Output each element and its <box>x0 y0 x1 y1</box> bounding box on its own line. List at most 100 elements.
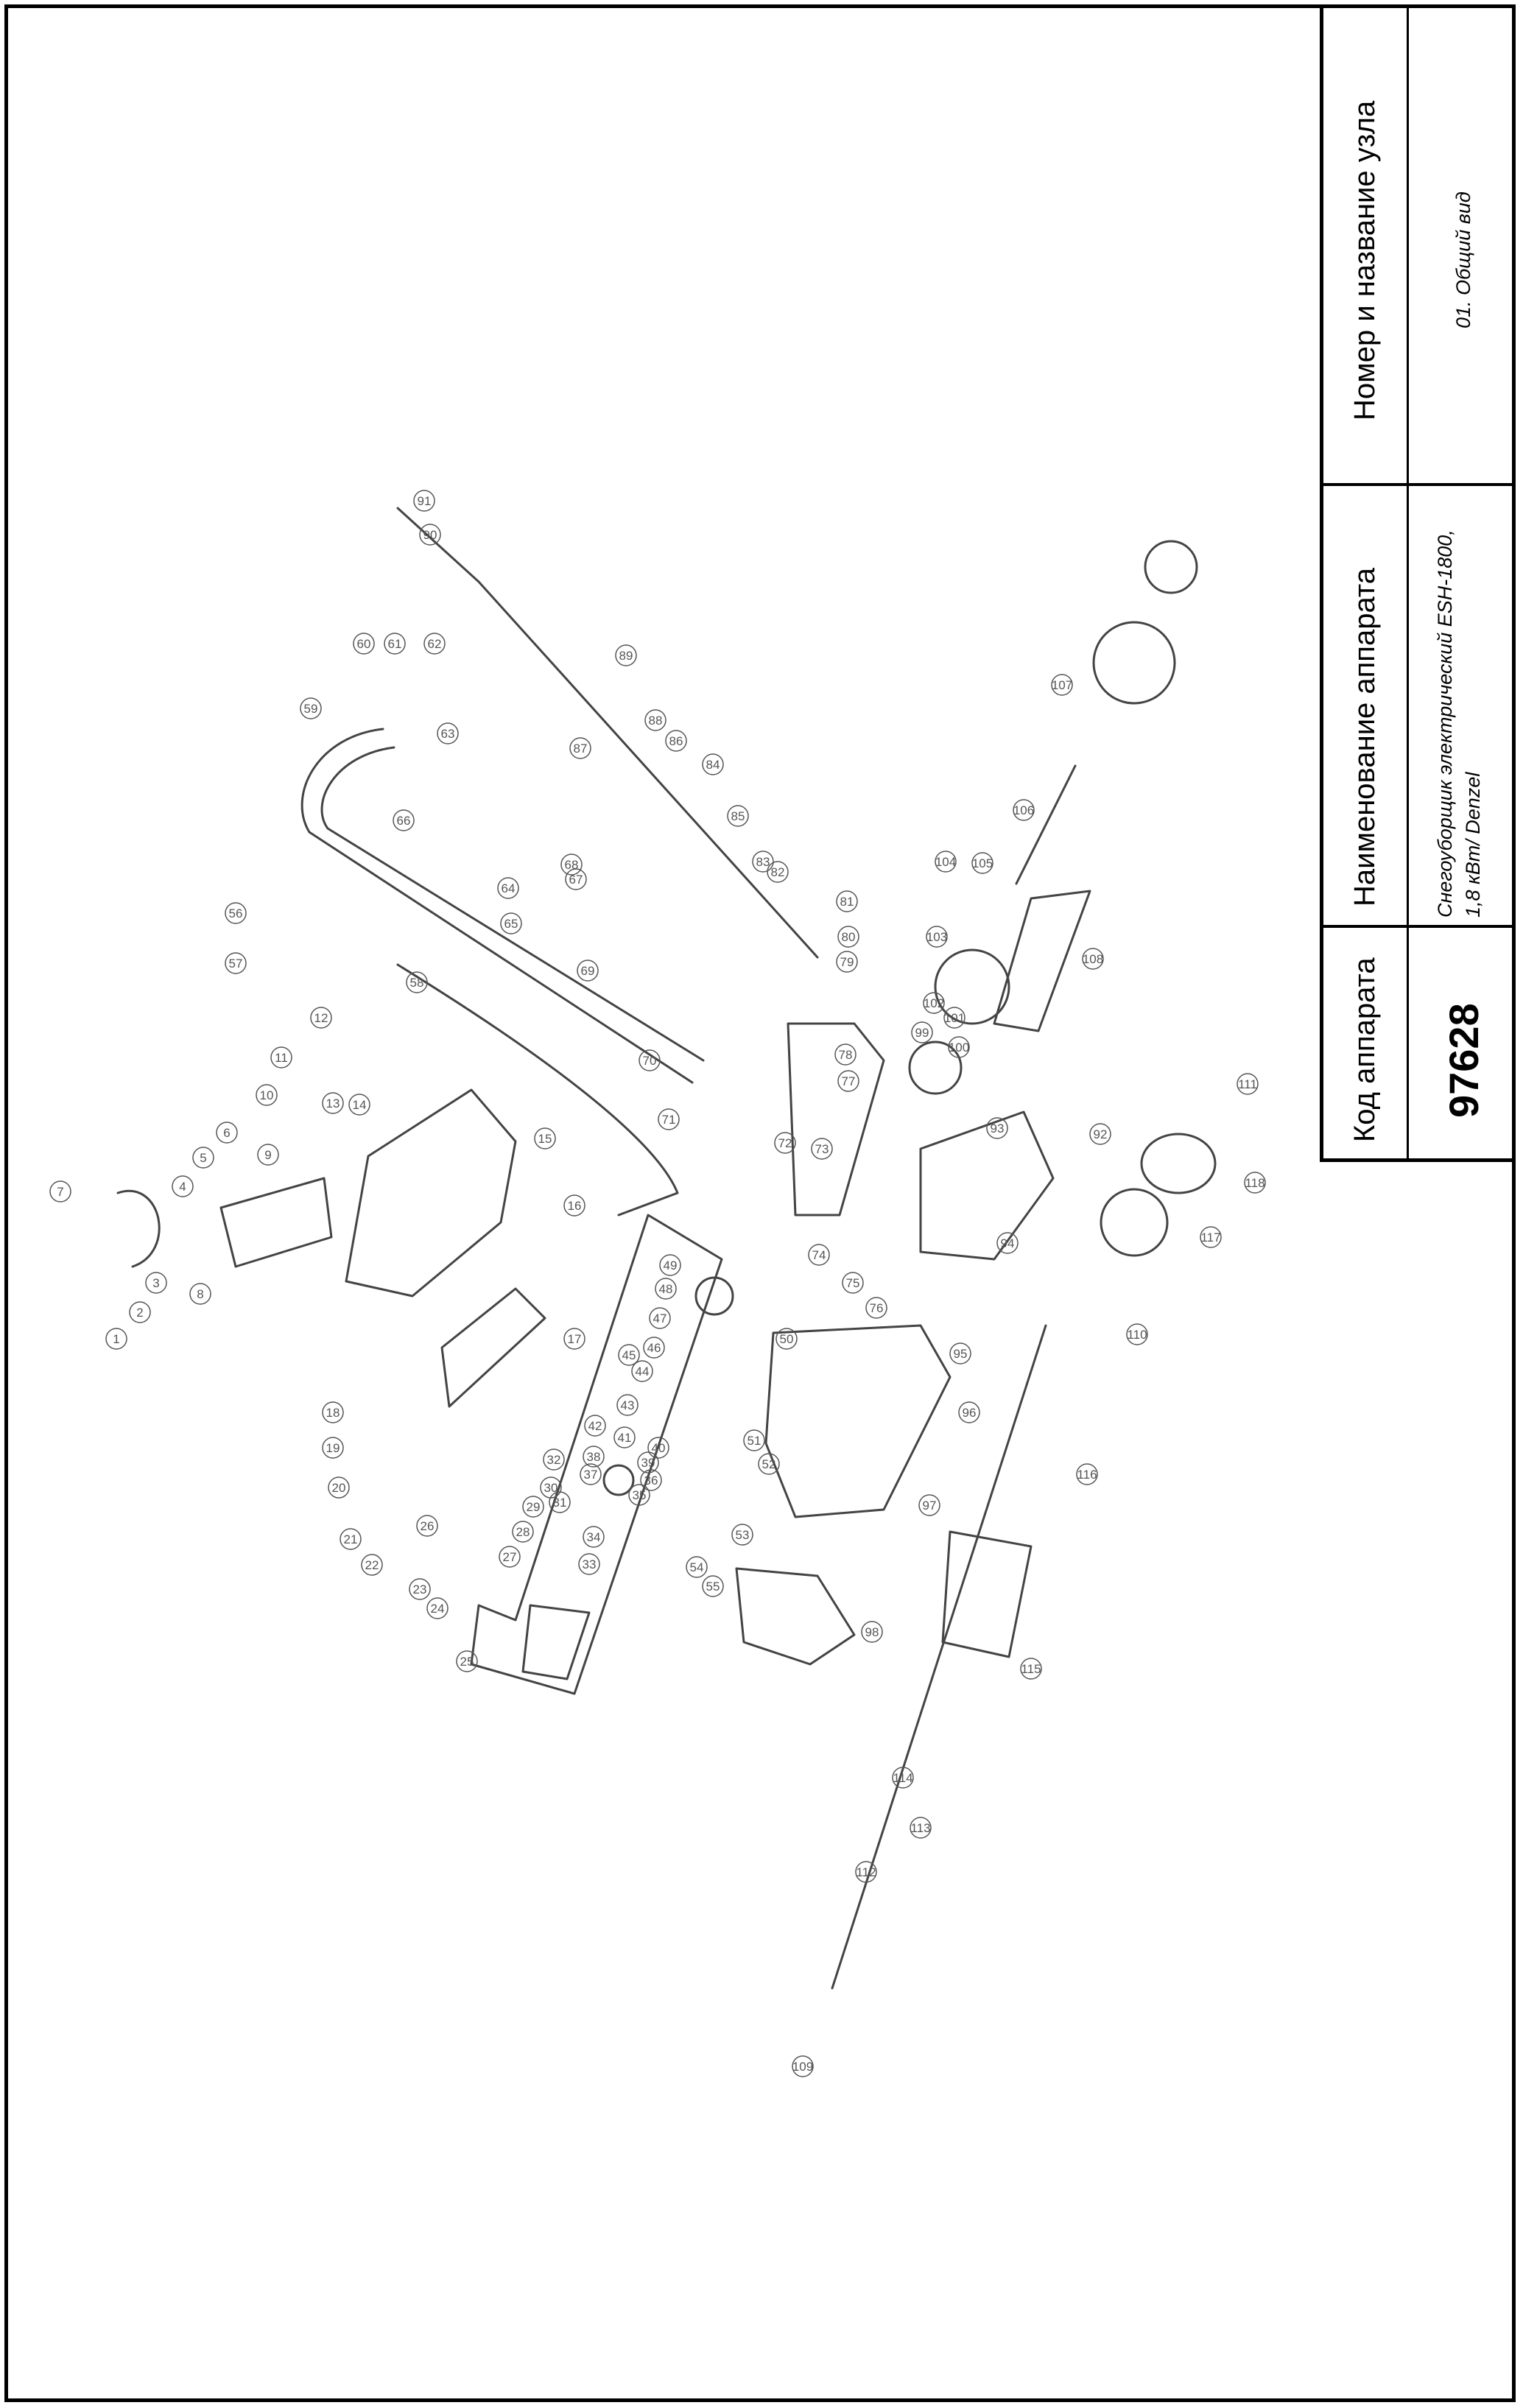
callout-43: 43 <box>616 1394 639 1416</box>
callout-47: 47 <box>649 1307 671 1329</box>
svg-text:70: 70 <box>643 1054 657 1068</box>
upper-handle-shape <box>300 728 694 1084</box>
callout-93: 93 <box>986 1117 1008 1139</box>
svg-text:107: 107 <box>1052 678 1072 692</box>
svg-text:117: 117 <box>1200 1231 1220 1245</box>
svg-text:4: 4 <box>179 1180 186 1194</box>
svg-text:35: 35 <box>633 1488 647 1502</box>
svg-text:40: 40 <box>652 1441 666 1455</box>
callout-46: 46 <box>643 1337 665 1359</box>
callout-109: 109 <box>792 2055 814 2077</box>
callout-17: 17 <box>563 1328 585 1350</box>
svg-text:85: 85 <box>731 809 745 823</box>
svg-text:31: 31 <box>553 1496 567 1510</box>
callout-102: 102 <box>923 992 945 1014</box>
callout-10: 10 <box>256 1084 278 1106</box>
chassis-shape <box>440 1287 546 1408</box>
callout-87: 87 <box>569 737 591 759</box>
svg-text:43: 43 <box>621 1398 635 1412</box>
svg-text:111: 111 <box>1238 1077 1257 1091</box>
svg-text:110: 110 <box>1127 1328 1147 1342</box>
callout-58: 58 <box>406 971 428 993</box>
svg-text:86: 86 <box>669 734 683 748</box>
motor-shape <box>521 1604 591 1680</box>
svg-text:27: 27 <box>503 1550 517 1564</box>
svg-text:67: 67 <box>569 873 583 887</box>
svg-text:95: 95 <box>954 1347 968 1361</box>
callout-73: 73 <box>811 1138 833 1160</box>
callout-45: 45 <box>618 1344 640 1366</box>
svg-text:82: 82 <box>771 865 785 879</box>
pulley-shape <box>1100 1188 1169 1257</box>
svg-text:9: 9 <box>264 1148 271 1162</box>
callout-79: 79 <box>836 951 858 973</box>
callout-60: 60 <box>353 633 375 655</box>
callout-85: 85 <box>727 805 749 827</box>
lower-axle-line <box>831 1324 1047 1990</box>
svg-text:54: 54 <box>690 1560 704 1574</box>
svg-text:102: 102 <box>924 996 944 1010</box>
callout-29: 29 <box>522 1496 544 1518</box>
callout-78: 78 <box>834 1043 857 1066</box>
svg-text:89: 89 <box>619 649 633 663</box>
svg-text:15: 15 <box>538 1132 552 1146</box>
svg-text:28: 28 <box>516 1525 530 1539</box>
callout-2: 2 <box>129 1301 151 1323</box>
callout-14: 14 <box>348 1094 370 1116</box>
callout-110: 110 <box>1126 1323 1148 1345</box>
svg-text:7: 7 <box>57 1185 63 1199</box>
callout-65: 65 <box>500 912 522 934</box>
svg-text:42: 42 <box>588 1419 602 1433</box>
callout-67: 67 <box>565 868 587 890</box>
svg-text:25: 25 <box>460 1655 474 1669</box>
callout-69: 69 <box>577 960 599 982</box>
svg-text:93: 93 <box>991 1122 1005 1136</box>
svg-text:1: 1 <box>113 1332 119 1346</box>
chute-rod-shape <box>396 507 819 959</box>
callout-62: 62 <box>423 633 446 655</box>
callout-74: 74 <box>808 1244 830 1266</box>
svg-text:83: 83 <box>756 855 770 869</box>
svg-text:12: 12 <box>314 1011 328 1025</box>
housing-shape <box>345 1088 517 1298</box>
callout-18: 18 <box>322 1401 344 1423</box>
callout-82: 82 <box>767 861 789 883</box>
svg-text:45: 45 <box>622 1348 636 1362</box>
callout-64: 64 <box>497 877 519 899</box>
svg-text:112: 112 <box>856 1865 876 1879</box>
svg-text:51: 51 <box>748 1434 762 1448</box>
svg-text:68: 68 <box>565 858 579 872</box>
callout-83: 83 <box>752 851 774 873</box>
callout-76: 76 <box>865 1297 887 1319</box>
svg-text:81: 81 <box>840 895 854 909</box>
svg-text:59: 59 <box>304 702 318 716</box>
callout-7: 7 <box>49 1180 71 1203</box>
callout-5: 5 <box>192 1147 214 1169</box>
callout-59: 59 <box>300 697 322 719</box>
callout-84: 84 <box>702 753 724 775</box>
callout-33: 33 <box>578 1553 600 1575</box>
callout-37: 37 <box>580 1463 602 1485</box>
svg-text:11: 11 <box>275 1051 288 1065</box>
callout-21: 21 <box>340 1528 362 1550</box>
svg-text:24: 24 <box>431 1602 445 1616</box>
svg-text:114: 114 <box>893 1771 912 1785</box>
svg-text:33: 33 <box>583 1557 597 1571</box>
svg-text:49: 49 <box>664 1258 678 1272</box>
callout-117: 117 <box>1200 1226 1222 1248</box>
callout-24: 24 <box>426 1597 449 1619</box>
svg-text:79: 79 <box>840 955 854 969</box>
callout-49: 49 <box>659 1254 681 1276</box>
callout-54: 54 <box>686 1556 708 1578</box>
callout-28: 28 <box>512 1521 534 1543</box>
callout-91: 91 <box>413 490 435 512</box>
svg-text:34: 34 <box>587 1530 601 1544</box>
code-header: Код аппарата <box>1348 957 1381 1142</box>
svg-text:74: 74 <box>812 1248 826 1262</box>
chute-shape <box>219 1177 333 1268</box>
svg-text:18: 18 <box>326 1406 340 1420</box>
callout-72: 72 <box>774 1132 796 1154</box>
callout-108: 108 <box>1082 948 1104 970</box>
callout-39: 39 <box>637 1451 659 1474</box>
callout-3: 3 <box>145 1272 167 1294</box>
